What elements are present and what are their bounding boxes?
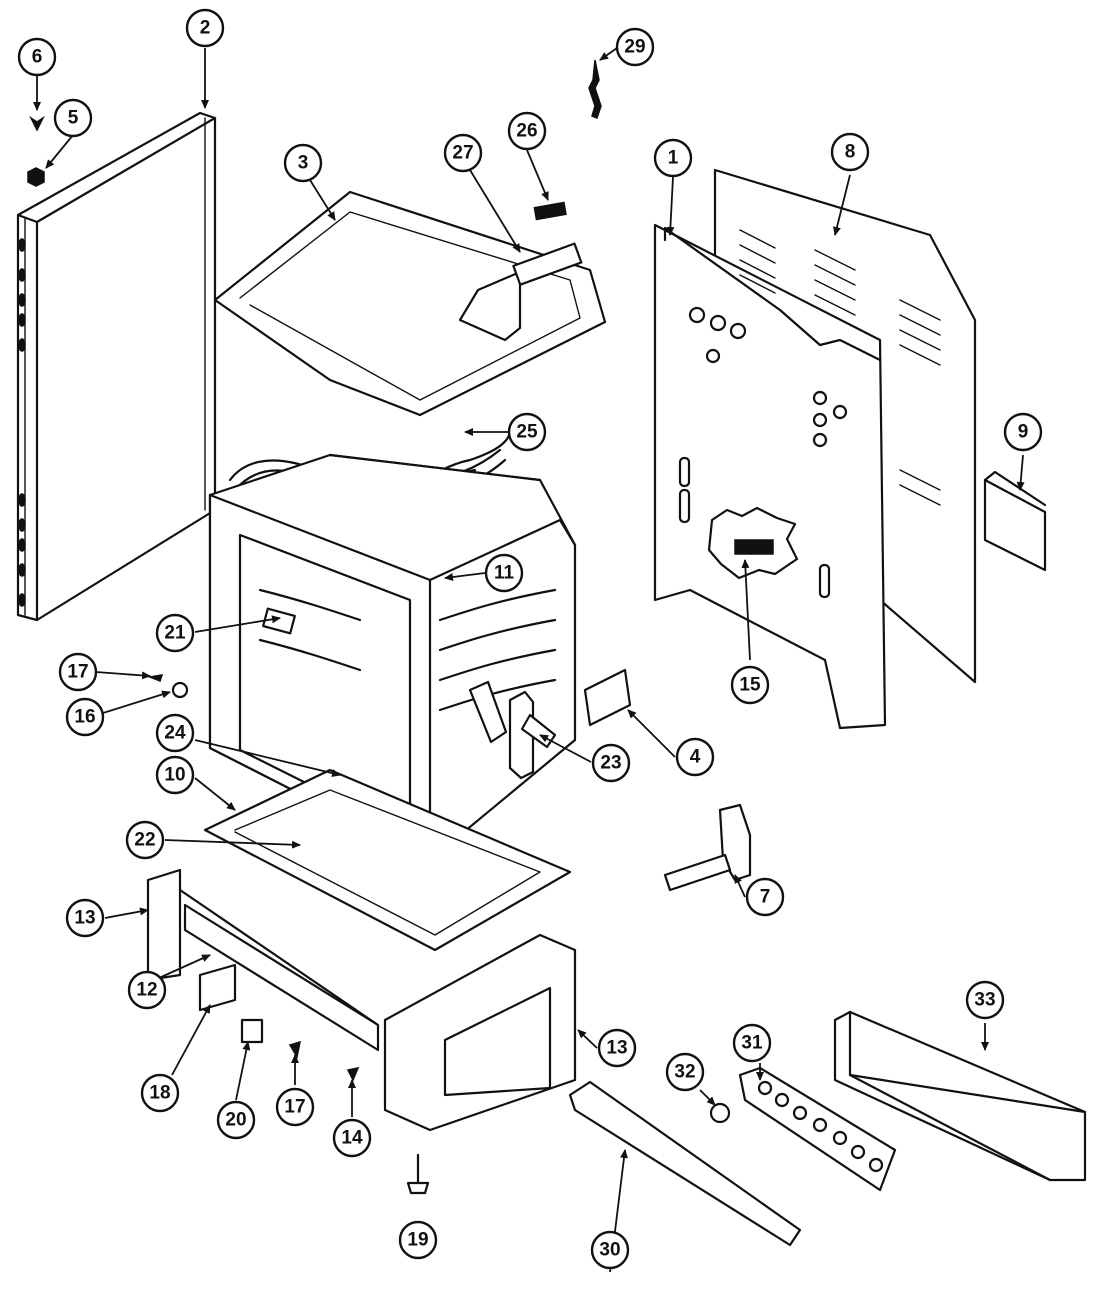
- callout-11: 11: [484, 553, 524, 593]
- side-panel-part: [16, 111, 217, 622]
- oven-cavity-part: [208, 453, 577, 862]
- callout-24: 24: [155, 713, 195, 753]
- svg-text:21: 21: [164, 623, 186, 644]
- svg-text:4: 4: [690, 747, 701, 768]
- svg-text:22: 22: [134, 830, 155, 851]
- svg-text:24: 24: [164, 723, 186, 744]
- svg-text:13: 13: [606, 1038, 627, 1059]
- callout-21: 21: [155, 613, 195, 653]
- callout-12: 12: [127, 970, 167, 1010]
- top-plate-part: [213, 59, 607, 417]
- callout-18: 19: [398, 1220, 438, 1260]
- callout-32: 32: [665, 1052, 705, 1092]
- svg-text:15: 15: [739, 675, 761, 696]
- svg-text:27: 27: [452, 143, 473, 164]
- callout-17-upper: 17: [58, 652, 98, 692]
- svg-text:7: 7: [760, 887, 771, 908]
- svg-text:17: 17: [284, 1097, 305, 1118]
- callout-13-left: 13: [65, 898, 105, 938]
- svg-text:1: 1: [668, 148, 679, 169]
- svg-text:5: 5: [68, 108, 79, 129]
- svg-text:6: 6: [32, 47, 43, 68]
- callout-27: 27: [443, 133, 483, 173]
- callout-10: 10: [155, 755, 195, 795]
- svg-text:18: 18: [149, 1083, 170, 1104]
- callout-4: 4: [675, 737, 715, 777]
- callout-29: 29: [615, 27, 655, 67]
- callout-33: 33: [965, 980, 1005, 1020]
- svg-text:10: 10: [164, 765, 185, 786]
- svg-text:14: 14: [341, 1128, 363, 1149]
- callout-23: 23: [591, 743, 631, 783]
- svg-text:2: 2: [200, 18, 211, 39]
- svg-text:32: 32: [674, 1062, 695, 1083]
- callout-5: 5: [53, 98, 93, 138]
- svg-text:23: 23: [600, 753, 621, 774]
- svg-text:31: 31: [741, 1033, 763, 1054]
- callout-20: 20: [216, 1100, 256, 1140]
- callout-25: 25: [507, 412, 547, 452]
- callout-17-lower: 17: [275, 1087, 315, 1127]
- bottom-plate-part: [203, 768, 572, 952]
- control-panel-parts: [568, 1010, 1087, 1247]
- svg-text:8: 8: [845, 142, 856, 163]
- svg-text:26: 26: [516, 121, 537, 142]
- callout-6: 6: [17, 37, 57, 77]
- svg-text:20: 20: [225, 1110, 246, 1131]
- svg-text:25: 25: [516, 422, 538, 443]
- svg-text:30: 30: [599, 1240, 620, 1261]
- hinge-bracket-part: [468, 680, 752, 892]
- svg-text:33: 33: [974, 990, 995, 1011]
- callout-3: 3: [283, 143, 323, 183]
- callout-8: 8: [830, 132, 870, 172]
- svg-text:17: 17: [67, 662, 88, 683]
- callout-2: 2: [185, 8, 225, 48]
- callout-14: 14: [332, 1118, 372, 1158]
- svg-text:11: 11: [494, 563, 515, 584]
- svg-text:13: 13: [74, 908, 95, 929]
- callout-30: 30: [590, 1230, 630, 1270]
- svg-text:19: 19: [407, 1230, 428, 1251]
- svg-text:3: 3: [298, 153, 309, 174]
- callout-31: 31: [732, 1023, 772, 1063]
- callout-16: 16: [65, 697, 105, 737]
- base-frame-part: [146, 868, 577, 1132]
- callout-22: 22: [125, 820, 165, 860]
- rear-panel-part: [583, 168, 1047, 730]
- svg-text:12: 12: [136, 980, 157, 1001]
- callout-15: 15: [730, 665, 770, 705]
- callout-7: 7: [745, 877, 785, 917]
- svg-text:9: 9: [1018, 422, 1029, 443]
- callout-1: 1: [653, 138, 693, 178]
- callout-26: 26: [507, 111, 547, 151]
- callout-19: 18: [140, 1073, 180, 1113]
- svg-text:29: 29: [624, 37, 645, 58]
- callout-13-right: 13: [597, 1028, 637, 1068]
- callout-9: 9: [1003, 412, 1043, 452]
- svg-text:16: 16: [74, 707, 95, 728]
- hardware-parts: [147, 674, 731, 1195]
